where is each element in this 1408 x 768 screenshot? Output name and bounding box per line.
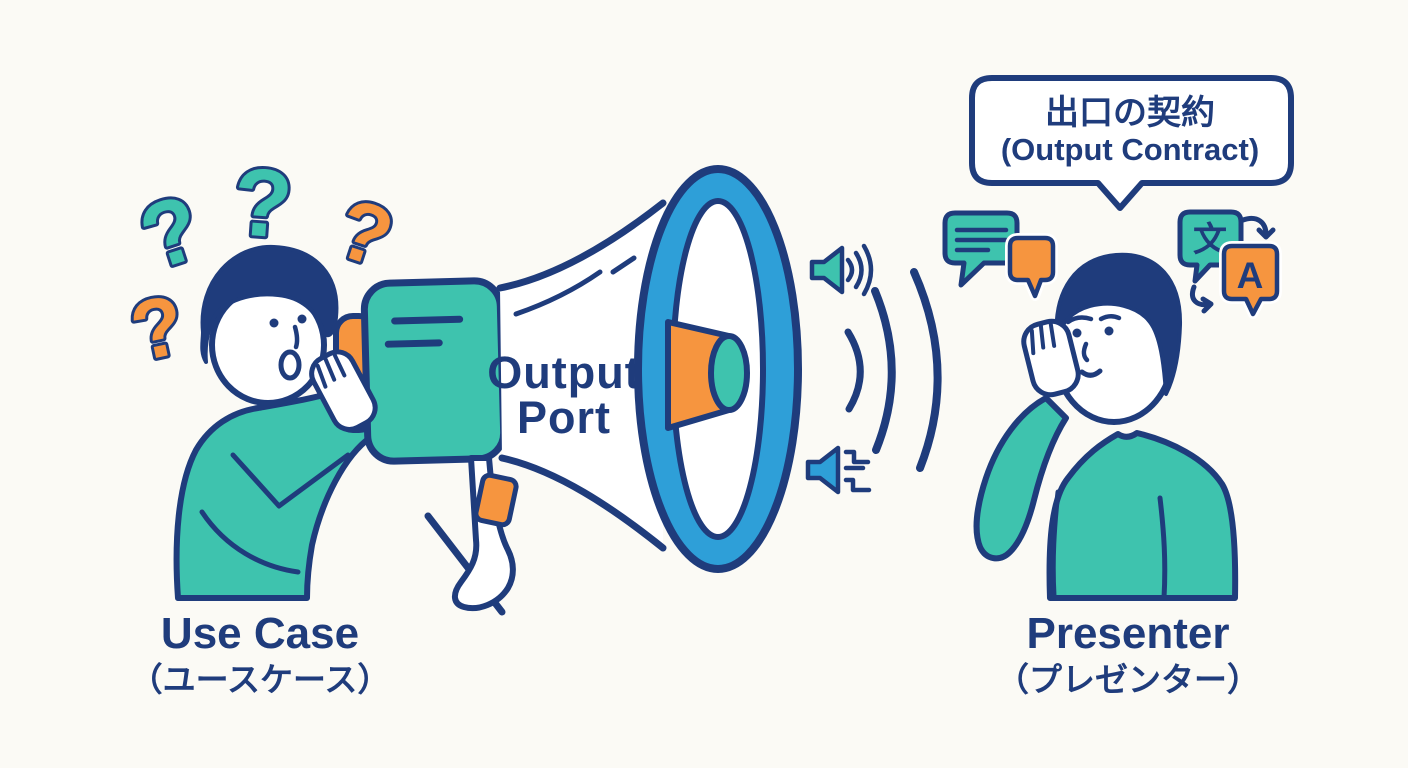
megaphone-cone-top-edge: [496, 199, 667, 292]
use-case-person-nose: [292, 324, 300, 350]
presenter-palm: [1021, 318, 1081, 398]
speech-bubble-title-ja: 出口の契約: [1045, 94, 1215, 132]
megaphone-label-line2: Port: [517, 392, 611, 443]
presenter-hair: [1054, 252, 1183, 396]
presenter-body-fold: [1157, 495, 1168, 601]
presenter-finger: [1029, 328, 1036, 356]
speaker-icon: [809, 245, 845, 295]
presenter-hand: [1021, 318, 1081, 398]
use-case-person-body: [173, 383, 374, 601]
megaphone-body-box: [360, 277, 508, 465]
sound-wave-arc: [871, 287, 896, 454]
speech-bubble-title-en: (Output Contract): [1001, 132, 1259, 167]
sound-wave-arc: [844, 328, 864, 413]
translate-arrow-right-icon: [1190, 284, 1214, 314]
sound-waves: [844, 268, 942, 472]
presenter-eyebrow: [1098, 314, 1122, 322]
megaphone-accent-line: [513, 269, 603, 317]
megaphone-accent-dash: [610, 255, 637, 275]
chat-bubble-orange: [1007, 235, 1056, 299]
speaker-sound-icon: [809, 243, 874, 297]
signal-trace: [843, 477, 872, 493]
question-mark-icon: ?: [230, 148, 296, 259]
use-case-person-finger: [332, 353, 347, 378]
speaker-wave: [861, 243, 874, 297]
megaphone-cone-bottom-edge: [498, 454, 667, 552]
presenter-body-fold: [1050, 489, 1061, 599]
presenter-arm: [973, 395, 1069, 562]
speech-bubble-shape: [969, 75, 1294, 211]
use-case-person-body-fold: [199, 509, 301, 575]
megaphone-body: [360, 277, 508, 465]
presenter-finger: [1038, 323, 1046, 350]
use-case-person-palm: [309, 349, 378, 432]
megaphone-speed-line: [391, 315, 464, 325]
presenter-label: Presenter: [1026, 609, 1229, 658]
captions: Use Case （ユースケース） Presenter （プレゼンター）: [130, 609, 1260, 698]
presenter-eye: [1104, 326, 1114, 336]
megaphone-speed-line: [384, 339, 443, 348]
use-case-person-finger: [315, 363, 328, 389]
use-case-person-hair: [200, 244, 339, 364]
speaker-icon: [805, 445, 841, 495]
presenter-eye: [1072, 328, 1082, 338]
megaphone-driver-cap: [708, 333, 750, 413]
presenter-label-ja: （プレゼンター）: [996, 661, 1260, 698]
presenter-smile: [1079, 368, 1103, 378]
presenter-eyebrow: [1065, 315, 1094, 325]
translate-bubble-target: [1221, 243, 1280, 317]
use-case-person-eye: [269, 318, 279, 328]
use-case-person-eye: [297, 314, 307, 324]
use-case-label: Use Case: [161, 609, 359, 658]
speech-bubble: 出口の契約 (Output Contract): [969, 75, 1294, 211]
speaker-signal-icon: [805, 445, 872, 495]
use-case-person-hand: [309, 349, 378, 432]
presenter-finger: [1048, 322, 1057, 348]
megaphone-label-line1: Output: [487, 347, 640, 398]
signal-trace: [843, 449, 871, 465]
speaker-wave: [845, 257, 855, 283]
translate-arrow-down-icon: [1240, 215, 1276, 240]
translate-target-char: A: [1237, 255, 1264, 296]
use-case-person-sleeve-fold: [230, 452, 351, 509]
chat-bubbles-icon: [942, 210, 1058, 301]
megaphone: Output Port: [309, 165, 802, 616]
speaker-wave: [853, 250, 864, 290]
use-case-label-ja: （ユースケース）: [130, 661, 391, 698]
presenter-nose: [1081, 341, 1090, 363]
sound-wave-arc: [910, 268, 942, 472]
use-case-person-open-mouth: [278, 349, 302, 381]
presenter-person: [973, 252, 1239, 601]
use-case-person-finger: [323, 357, 337, 382]
translate-icon: 文 A: [1177, 209, 1282, 319]
megaphone-cone: [500, 203, 663, 548]
megaphone-handle: [452, 455, 516, 611]
use-case-person: [173, 244, 374, 601]
megaphone-handle-grip: [473, 472, 519, 528]
